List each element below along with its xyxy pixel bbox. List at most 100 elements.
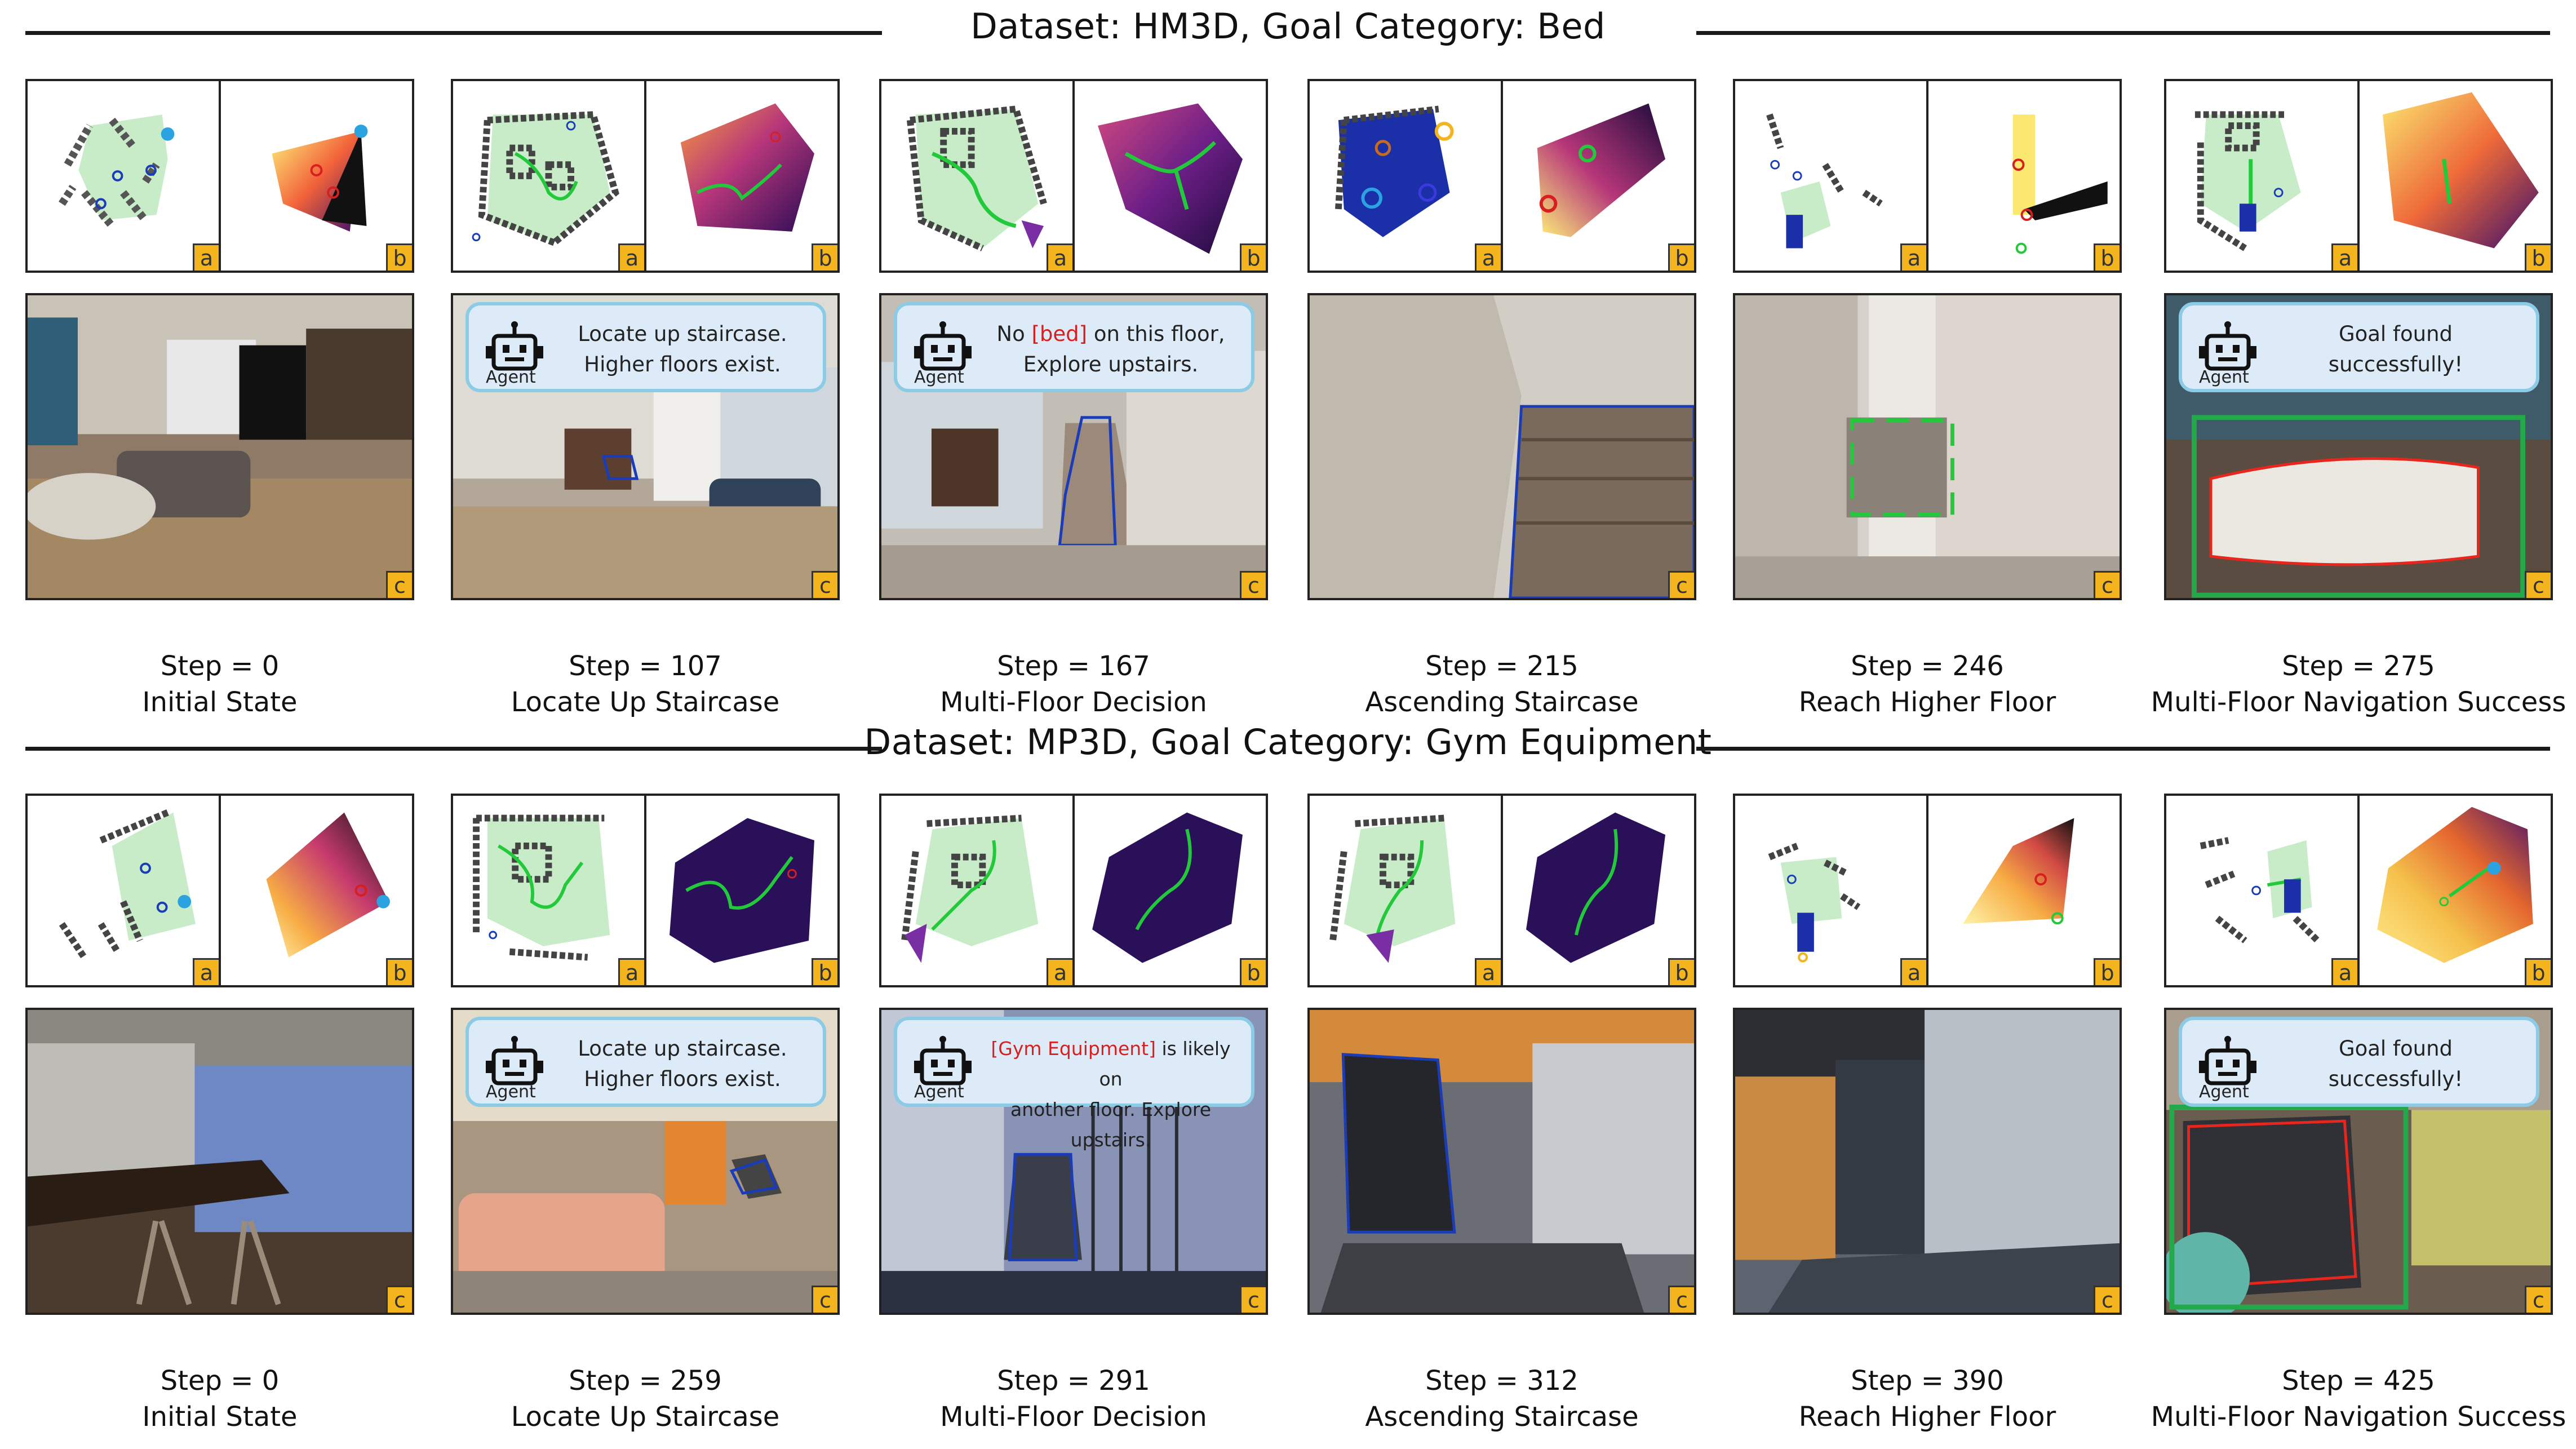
stage-label: Multi-Floor Decision bbox=[940, 686, 1207, 718]
tag-b: b bbox=[1240, 243, 1266, 271]
semantic-map: a bbox=[28, 796, 219, 985]
step-label: Step = 312 bbox=[1425, 1365, 1579, 1397]
semantic-map: a bbox=[453, 796, 644, 985]
egocentric-view: Agent Locate up staircase. Higher floors… bbox=[451, 1008, 840, 1315]
bubble-line-1: Goal found bbox=[2338, 1036, 2453, 1061]
stage-label: Initial State bbox=[142, 686, 298, 718]
step-label: Step = 259 bbox=[569, 1365, 722, 1397]
agent-speech-bubble: Agent [Gym Equipment] is likely on anoth… bbox=[894, 1017, 1254, 1151]
agent-label: Agent bbox=[486, 367, 536, 387]
tag-c: c bbox=[1668, 1286, 1694, 1313]
stage-label: Locate Up Staircase bbox=[511, 686, 780, 718]
tag-c: c bbox=[2525, 1286, 2551, 1313]
map-pair: a b bbox=[451, 794, 840, 987]
egocentric-view: c bbox=[1307, 293, 1696, 600]
tag-b: b bbox=[1240, 958, 1266, 985]
map-pair: a b bbox=[2164, 794, 2553, 987]
agent-label: Agent bbox=[914, 367, 964, 387]
tag-a: a bbox=[618, 243, 644, 271]
bubble-line-2: another floor. Explore upstairs. bbox=[1010, 1098, 1212, 1151]
tag-a: a bbox=[1475, 958, 1501, 985]
value-map: b bbox=[2357, 796, 2551, 985]
value-map: b bbox=[1501, 81, 1694, 271]
semantic-map: a bbox=[1735, 796, 1926, 985]
bubble-line-1: Locate up staircase. bbox=[578, 1036, 787, 1061]
semantic-map: a bbox=[453, 81, 644, 271]
egocentric-view: Agent No [bed] on this floor, Explore up… bbox=[879, 293, 1268, 600]
stage-label: Ascending Staircase bbox=[1365, 686, 1639, 718]
bubble-line-1: [Gym Equipment] is likely on bbox=[982, 1034, 1240, 1094]
tag-a: a bbox=[1900, 958, 1926, 985]
tag-c: c bbox=[2094, 1286, 2120, 1313]
agent-speech-bubble: Agent Goal found successfully! bbox=[2179, 302, 2539, 392]
bubble-text: No [bed] on this floor, Explore upstairs… bbox=[982, 319, 1240, 380]
caption: Step = 167 Multi-Floor Decision bbox=[834, 648, 1313, 720]
step-label: Step = 215 bbox=[1425, 650, 1579, 682]
map-pair: a b bbox=[1733, 79, 2122, 273]
section-header-mp3d: Dataset: MP3D, Goal Category: Gym Equipm… bbox=[0, 716, 2576, 783]
egocentric-view: Agent Goal found successfully! c bbox=[2164, 1008, 2553, 1315]
agent-speech-bubble: Agent Locate up staircase. Higher floors… bbox=[465, 302, 826, 392]
semantic-map: a bbox=[1310, 796, 1501, 985]
semantic-map: a bbox=[2166, 796, 2357, 985]
section-title: Dataset: HM3D, Goal Category: Bed bbox=[970, 6, 1606, 47]
caption: Step = 107 Locate Up Staircase bbox=[406, 648, 885, 720]
agent-speech-bubble: Agent Goal found successfully! bbox=[2179, 1017, 2539, 1107]
caption: Step = 246 Reach Higher Floor bbox=[1688, 648, 2167, 720]
stage-label: Multi-Floor Decision bbox=[940, 1401, 1207, 1433]
caption: Step = 0 Initial State bbox=[0, 648, 459, 720]
map-pair: a b bbox=[879, 79, 1268, 273]
map-pair: a b bbox=[451, 79, 840, 273]
step-label: Step = 291 bbox=[997, 1365, 1150, 1397]
egocentric-view: Agent [Gym Equipment] is likely on anoth… bbox=[879, 1008, 1268, 1315]
tag-a: a bbox=[193, 243, 219, 271]
tag-c: c bbox=[1240, 571, 1266, 598]
egocentric-view: c bbox=[25, 1008, 414, 1315]
value-map: b bbox=[644, 796, 837, 985]
tag-c: c bbox=[1668, 571, 1694, 598]
value-map: b bbox=[2357, 81, 2551, 271]
value-map: b bbox=[1072, 796, 1266, 985]
egocentric-view: c bbox=[1307, 1008, 1696, 1315]
bubble-line-1: Goal found bbox=[2338, 322, 2453, 346]
semantic-map: a bbox=[881, 796, 1072, 985]
caption: Step = 291 Multi-Floor Decision bbox=[834, 1363, 1313, 1435]
bubble-line-1: Locate up staircase. bbox=[578, 322, 787, 346]
bubble-text: [Gym Equipment] is likely on another flo… bbox=[982, 1034, 1240, 1155]
map-pair: a b bbox=[25, 794, 414, 987]
tag-a: a bbox=[1475, 243, 1501, 271]
value-map: b bbox=[219, 81, 412, 271]
caption: Step = 0 Initial State bbox=[0, 1363, 459, 1435]
caption: Step = 312 Ascending Staircase bbox=[1262, 1363, 1741, 1435]
step-label: Step = 246 bbox=[1851, 650, 2004, 682]
map-pair: a b bbox=[1307, 79, 1696, 273]
agent-label: Agent bbox=[486, 1082, 536, 1102]
map-pair: a b bbox=[879, 794, 1268, 987]
bubble-line-1: No [bed] on this floor, bbox=[982, 319, 1240, 349]
goal-highlight: [bed] bbox=[1031, 322, 1088, 346]
semantic-map: a bbox=[881, 81, 1072, 271]
tag-b: b bbox=[2094, 958, 2120, 985]
step-label: Step = 0 bbox=[160, 650, 280, 682]
bubble-text: Goal found successfully! bbox=[2267, 1034, 2525, 1094]
tag-a: a bbox=[618, 958, 644, 985]
bubble-text: Locate up staircase. Higher floors exist… bbox=[553, 1034, 812, 1094]
tag-b: b bbox=[386, 958, 412, 985]
header-rule-right bbox=[1696, 747, 2550, 751]
tag-c: c bbox=[2094, 571, 2120, 598]
tag-a: a bbox=[2331, 243, 2357, 271]
bubble-line-2: successfully! bbox=[2328, 352, 2463, 376]
agent-speech-bubble: Agent Locate up staircase. Higher floors… bbox=[465, 1017, 826, 1107]
tag-b: b bbox=[2525, 958, 2551, 985]
map-pair: a b bbox=[1733, 794, 2122, 987]
tag-c: c bbox=[386, 571, 412, 598]
header-rule-left bbox=[25, 747, 882, 751]
bubble-line-2: Higher floors exist. bbox=[584, 352, 781, 376]
tag-c: c bbox=[812, 1286, 837, 1313]
tag-b: b bbox=[1668, 243, 1694, 271]
section-header-hm3d: Dataset: HM3D, Goal Category: Bed bbox=[0, 0, 2576, 68]
egocentric-view: c bbox=[1733, 1008, 2122, 1315]
agent-label: Agent bbox=[914, 1082, 964, 1102]
tag-a: a bbox=[193, 958, 219, 985]
caption: Step = 425 Multi-Floor Navigation Succes… bbox=[2119, 1363, 2576, 1435]
